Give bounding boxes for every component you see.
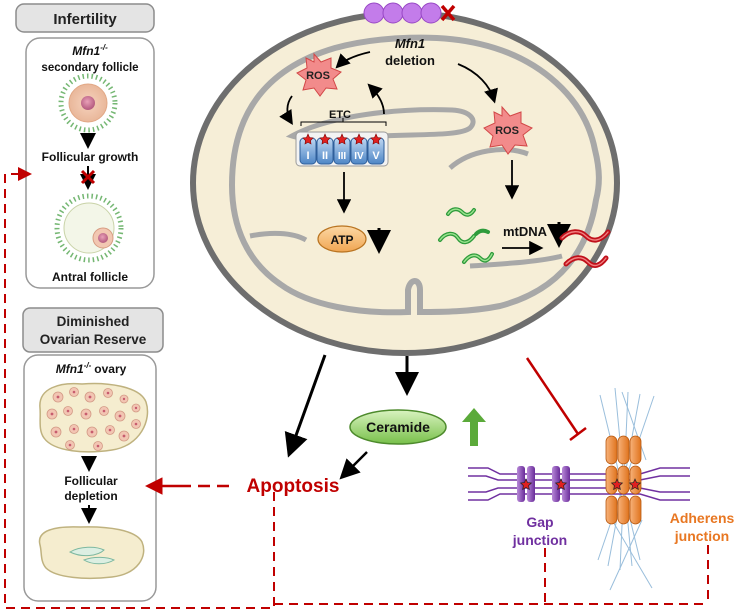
mito-crista-left [249, 230, 308, 243]
etc-to-ros-arrow [367, 83, 385, 115]
complex-i-label: I [306, 150, 309, 162]
gap-junction-label-line1: Gap [526, 514, 553, 530]
feedback-connectors [4, 173, 709, 609]
mito-inhibits-junctions-line [525, 357, 580, 435]
antral-follicle-illustration [54, 193, 124, 263]
ros-to-etc-arrow [279, 95, 293, 126]
growth-block-x-icon [80, 169, 96, 185]
gap-junction-channels [517, 466, 570, 502]
secondary-follicle-label: secondary follicle [41, 62, 138, 74]
antral-follicle-label: Antral follicle [52, 270, 128, 284]
ros-right-starburst: ROS [483, 105, 533, 155]
infertility-gene-sup: -/- [100, 43, 108, 52]
complex-iii-label: III [338, 151, 347, 162]
follicular-depletion-line1: Follicular [64, 474, 118, 488]
gap-junction-label-line2: junction [512, 532, 567, 548]
ceramide-label: Ceramide [366, 419, 430, 435]
follicular-depletion-line2: depletion [64, 489, 117, 503]
ceramide-to-apoptosis-arrow [339, 451, 368, 480]
mfn1-protein-spheres [363, 2, 442, 24]
atp-group: ATP [317, 225, 391, 254]
etc-label: ETC [329, 109, 351, 121]
cell-membranes [468, 467, 690, 501]
deletion-to-ros-right-arrow [457, 63, 498, 104]
reserve-header-line2: Ovarian Reserve [40, 332, 147, 347]
apoptosis-label: Apoptosis [247, 476, 340, 497]
reserve-header-line1: Diminished [57, 314, 130, 329]
complex-ii-label: II [322, 150, 328, 162]
mtdna-label: mtDNA [503, 224, 548, 239]
adherens-junction-label-line1: Adherens [670, 510, 735, 526]
ros-right-label: ROS [495, 125, 519, 137]
infertility-panel: Infertility Mfn1-/- secondary follicle F… [15, 3, 155, 289]
mito-crista-right [448, 147, 529, 170]
ceramide-increase-arrow [462, 408, 486, 446]
reserve-panel: Diminished Ovarian Reserve Mfn1-/-ovary [22, 307, 164, 602]
mito-inner-membrane [228, 34, 602, 316]
mito-crista-lower [469, 253, 563, 269]
infertility-header-box [15, 3, 155, 33]
follicular-growth-label: Follicular growth [42, 150, 139, 164]
infertility-gene: Mfn1 [72, 44, 100, 58]
ros-left-label: ROS [306, 70, 330, 82]
secondary-follicle-illustration [58, 73, 118, 133]
atp-ellipse [317, 225, 367, 253]
reserve-gene: Mfn1 [56, 362, 84, 376]
reserve-gene-sup: -/- [84, 361, 92, 370]
etc-complexes: I II III IV V [295, 131, 389, 167]
adherens-junction-label-line2: junction [674, 528, 729, 544]
mfn1-ovary-illustration [39, 382, 149, 453]
mfn1-label: Mfn1 [395, 36, 425, 51]
atp-label: ATP [330, 233, 353, 247]
mito-inhibits-junctions-bar [569, 427, 587, 441]
ros-left-starburst: ROS [296, 52, 342, 97]
reserve-genotype: Mfn1-/-ovary [56, 361, 127, 376]
cell-junctions: Gap junction Adherens junction [468, 387, 735, 591]
etc-damage-stars [302, 133, 382, 145]
mtdna-damaged-strands-highlight [561, 231, 609, 267]
apoptosis-to-infertility-connector [4, 173, 275, 609]
mfn1-deletion-x-icon [440, 4, 456, 22]
reserve-ovary-label: ovary [94, 362, 126, 376]
ceramide-group: Ceramide [349, 408, 486, 446]
deletion-label: deletion [385, 53, 435, 68]
ceramide-ellipse [349, 409, 447, 445]
infertility-genotype: Mfn1-/- [72, 43, 108, 58]
complex-v-label: V [372, 150, 380, 162]
mito-to-apoptosis-arrow [284, 354, 327, 458]
depleted-ovary-illustration [38, 526, 145, 579]
complex-iv-label: IV [354, 151, 364, 162]
infertility-header: Infertility [53, 11, 117, 28]
mtdna-healthy-strands-highlight [439, 208, 493, 263]
adherens-damage-stars [610, 478, 642, 491]
deletion-to-ros-left-arrow [335, 51, 371, 69]
reserve-header-box [22, 307, 164, 353]
